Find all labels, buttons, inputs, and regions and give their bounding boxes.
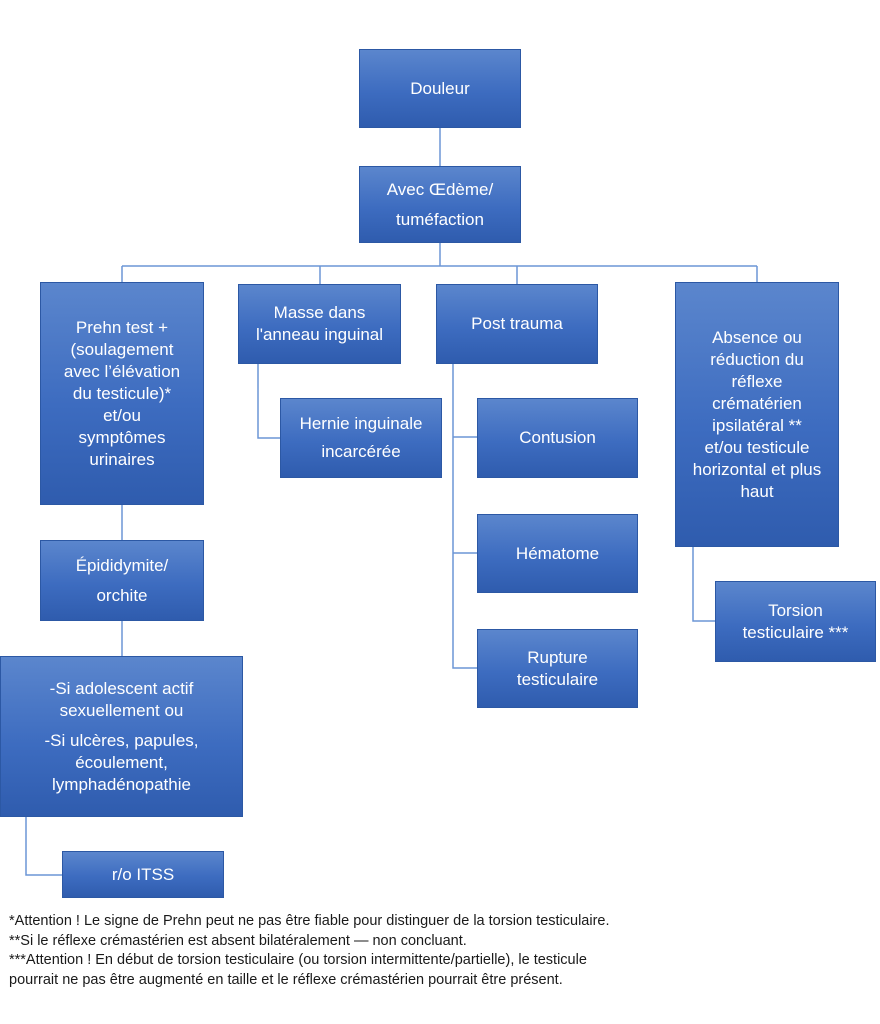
node-prehn-line-4: du testicule)* bbox=[72, 383, 172, 403]
node-oedeme: Avec Œdème/ tuméfaction bbox=[359, 166, 521, 243]
node-douleur-text: Douleur bbox=[410, 78, 470, 98]
node-torsion: Torsion testiculaire *** bbox=[715, 581, 876, 662]
node-prehn-line-1: Prehn test + bbox=[75, 317, 169, 337]
node-absence-line-6: et/ou testicule bbox=[704, 437, 810, 457]
node-oedeme-line-1: Avec Œdème/ bbox=[386, 179, 494, 199]
node-contusion: Contusion bbox=[477, 398, 638, 478]
node-hernie-line-2: incarcérée bbox=[321, 442, 401, 461]
node-rupture-line-1: Rupture bbox=[527, 647, 588, 667]
node-hernie: Hernie inguinale incarcérée bbox=[280, 398, 442, 478]
footnote-2: **Si le réflexe crémastérien est absent … bbox=[9, 932, 467, 949]
node-adolescent-line-3: -Si ulcères, papules, bbox=[44, 730, 199, 750]
node-masse-line-2: l'anneau inguinal bbox=[255, 325, 384, 344]
node-masse-line-1: Masse dans bbox=[273, 303, 366, 322]
node-absence-line-4: crématérien bbox=[712, 393, 802, 413]
node-rupture-line-2: testiculaire bbox=[516, 669, 599, 689]
node-torsion-line-1: Torsion bbox=[768, 600, 823, 620]
node-adolescent-line-4: écoulement, bbox=[75, 752, 168, 772]
footnotes: *Attention ! Le signe de Prehn peut ne p… bbox=[9, 912, 871, 990]
node-prehn-line-7: urinaires bbox=[89, 449, 155, 469]
node-prehn-line-5: et/ou bbox=[103, 405, 141, 425]
node-epididymite-line-2: orchite bbox=[96, 585, 148, 605]
node-post-trauma: Post trauma bbox=[436, 284, 598, 364]
node-absence-line-5: ipsilatéral ** bbox=[712, 415, 802, 435]
node-oedeme-line-2: tuméfaction bbox=[396, 209, 484, 229]
connector-posttrauma-children bbox=[452, 364, 477, 669]
node-adolescent-line-5: lymphadénopathie bbox=[52, 774, 191, 794]
node-epididymite: Épididymite/ orchite bbox=[40, 540, 204, 621]
node-hematome-text: Hématome bbox=[515, 543, 600, 563]
node-absence-line-2: réduction du bbox=[710, 349, 804, 369]
node-post-trauma-text: Post trauma bbox=[471, 314, 563, 333]
connector-adolescent-itss bbox=[25, 817, 62, 876]
connector-absence-torsion bbox=[692, 547, 715, 622]
node-adolescent: -Si adolescent actif sexuellement ou -Si… bbox=[0, 656, 243, 817]
node-adolescent-line-1: -Si adolescent actif bbox=[49, 678, 194, 698]
node-itss-text: r/o ITSS bbox=[111, 864, 175, 884]
node-masse: Masse dans l'anneau inguinal bbox=[238, 284, 401, 364]
node-absence-line-3: réflexe bbox=[731, 371, 783, 391]
footnote-3-continued: pourrait ne pas être augmenté en taille … bbox=[9, 971, 563, 988]
connector-masse-hernie bbox=[257, 364, 280, 439]
node-rupture: Rupture testiculaire bbox=[477, 629, 638, 708]
node-absence-line-1: Absence ou bbox=[712, 327, 802, 347]
footnote-3: ***Attention ! En début de torsion testi… bbox=[9, 952, 587, 968]
node-hematome: Hématome bbox=[477, 514, 638, 593]
node-absence-line-8: haut bbox=[740, 481, 774, 501]
node-contusion-text: Contusion bbox=[519, 428, 596, 447]
node-torsion-line-2: testiculaire *** bbox=[742, 622, 849, 642]
node-prehn-line-6: symptômes bbox=[78, 427, 166, 447]
node-epididymite-line-1: Épididymite/ bbox=[75, 555, 169, 575]
node-itss: r/o ITSS bbox=[62, 851, 224, 898]
node-adolescent-line-2: sexuellement ou bbox=[59, 700, 184, 720]
node-prehn: Prehn test + (soulagement avec l’élévati… bbox=[40, 282, 204, 505]
node-absence-line-7: horizontal et plus bbox=[692, 459, 822, 479]
node-hernie-line-1: Hernie inguinale bbox=[299, 414, 423, 433]
node-prehn-line-3: avec l’élévation bbox=[63, 361, 181, 381]
node-prehn-line-2: (soulagement bbox=[70, 339, 174, 359]
node-absence: Absence ou réduction du réflexe crématér… bbox=[675, 282, 839, 547]
footnote-1: *Attention ! Le signe de Prehn peut ne p… bbox=[9, 913, 610, 929]
node-douleur: Douleur bbox=[359, 49, 521, 128]
